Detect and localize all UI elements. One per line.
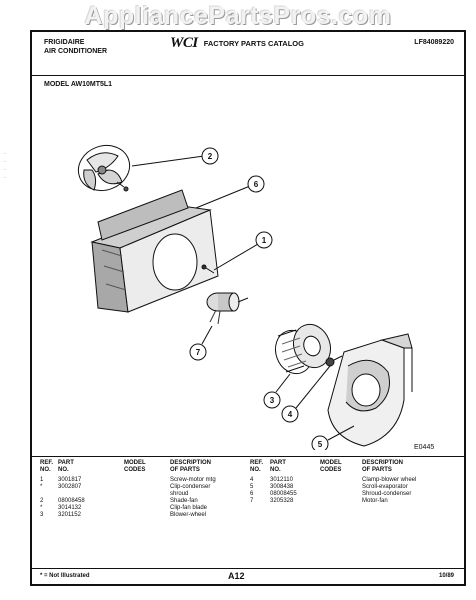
parts-table: REF. PART MODEL DESCRIPTION REF. PART MO… [32,460,464,524]
header-ref-right: REF. [250,460,264,466]
callout-2: 2 [208,152,213,161]
wci-logo: WCI [170,35,198,51]
table-row: * 3002807 Clip-condenser [40,484,211,490]
blower-wheel-part [274,323,332,375]
table-row: 7 3205328 Motor-fan [250,498,388,504]
callout-7: 7 [196,348,201,357]
header-model-right-2: CODES [320,467,342,473]
table-row: shroud [170,491,189,497]
brand-block: FRIGIDAIRE AIR CONDITIONER [44,38,107,56]
callout-group: 2 6 1 7 3 4 5 [131,147,355,450]
header-model-right: MODEL [320,460,342,466]
blower-clamp-part [325,355,343,367]
table-row: 6 08008455 Shroud-condenser [250,491,412,497]
header-part: PART [58,460,74,466]
catalog-title: FACTORY PARTS CATALOG [203,39,304,48]
header-rule [32,75,464,76]
parts-catalog-sheet: FRIGIDAIRE AIR CONDITIONER WCI FACTORY P… [30,30,466,586]
catalog-number: LF84089220 [414,39,454,46]
fan-blade-part [77,144,131,192]
footer-rule [32,568,464,569]
header-part-2: NO. [58,467,69,473]
header-description-2: OF PARTS [170,467,200,473]
motor-screw-part [201,264,215,274]
header-model-2: CODES [124,467,146,473]
table-header-row-1: REF. PART MODEL DESCRIPTION REF. PART MO… [32,460,464,467]
header-model: MODEL [124,460,146,466]
condenser-shroud-part [90,189,219,313]
table-row: 5 3008438 Scroll-evaporator [250,484,408,490]
product-type: AIR CONDITIONER [44,48,107,55]
watermark-text: AppliancePartsPros.com [84,2,392,30]
table-top-rule [32,456,464,457]
header-part-right-2: NO. [270,467,281,473]
footnote: * = Not Illustrated [40,573,90,579]
header-ref-right-2: NO. [250,467,261,473]
revision-date: 10/89 [438,573,454,579]
table-row: 1 3001817 Screw-motor mtg [40,477,216,483]
header-ref: REF. [40,460,54,466]
table-row: 3 3201152 Blower-wheel [40,512,207,518]
model-label: MODEL AW10MT5L1 [44,81,113,88]
table-header-row-2: NO. NO. CODES OF PARTS NO. NO. CODES OF … [32,467,464,474]
header-ref-2: NO. [40,467,51,473]
callout-6: 6 [254,180,259,189]
header-description-right-2: OF PARTS [362,467,392,473]
page-number: A12 [228,571,245,581]
table-row: 2 08008458 Shade-fan [40,498,198,504]
figure-code: E0445 [414,444,435,451]
callout-5: 5 [318,440,323,449]
table-row: * 3014132 Clip-fan blade [40,505,208,511]
header-description-right: DESCRIPTION [362,460,404,466]
header-part-right: PART [270,460,286,466]
scan-edge-marks: ···· [4,151,6,181]
brand-name: FRIGIDAIRE [44,39,85,46]
callout-1: 1 [262,236,267,245]
header-description: DESCRIPTION [170,460,212,466]
table-row: 4 3012110 Clamp-blower wheel [250,477,417,483]
callout-4: 4 [288,410,293,419]
scroll-evaporator-part [327,333,413,447]
callout-3: 3 [270,396,275,405]
catalog-title-block: WCI FACTORY PARTS CATALOG [170,36,304,51]
fan-motor-part [206,292,249,325]
exploded-parts-diagram: 2 6 1 7 3 4 5 [77,144,413,450]
